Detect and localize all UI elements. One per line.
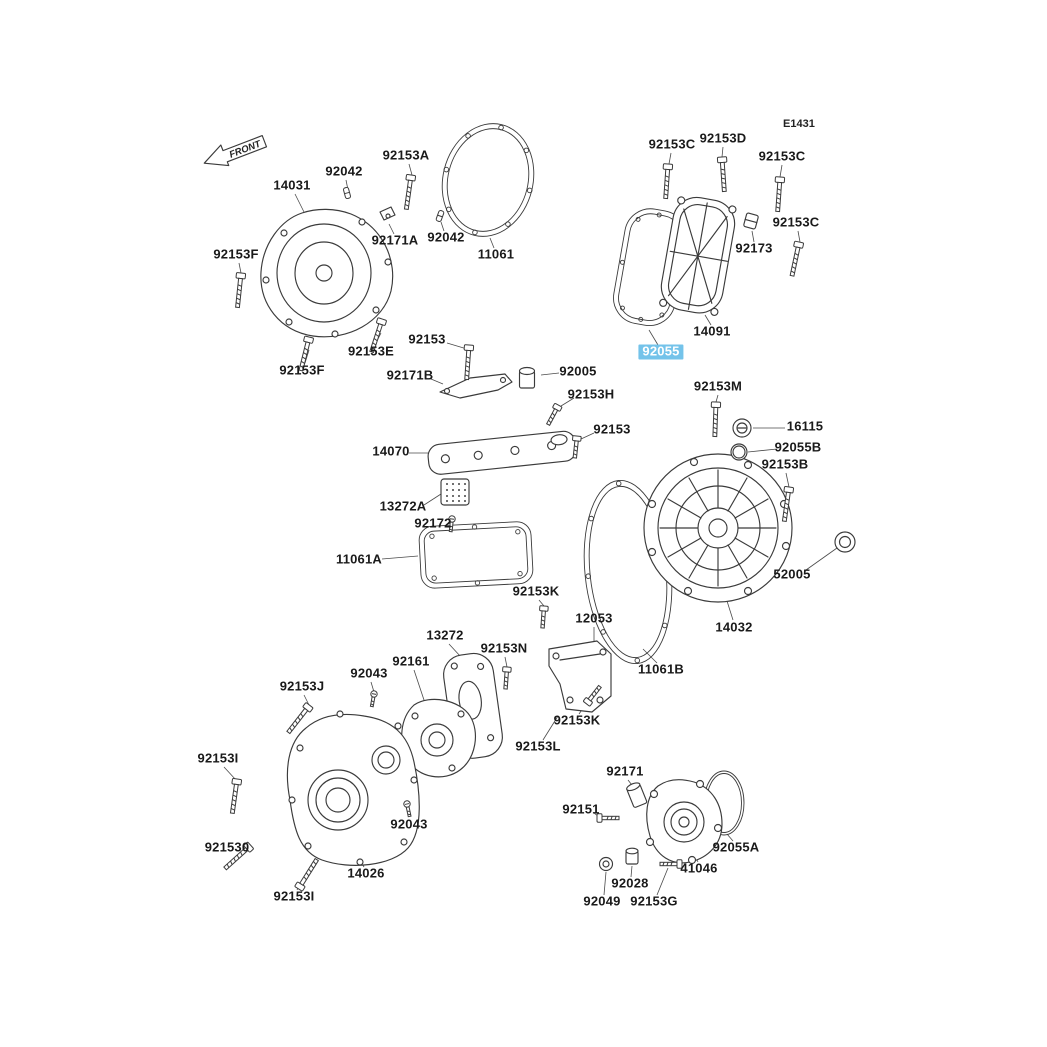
seal-92049-drawing: [598, 856, 614, 872]
generator-cover-14031-drawing: [260, 206, 396, 338]
gasket-11061A-drawing: [418, 521, 534, 589]
part-16115-drawing: [732, 418, 752, 438]
part-92173-drawing: [743, 212, 759, 230]
part-label-92153C[interactable]: 92153C: [758, 148, 806, 164]
part-label-11061A[interactable]: 11061A: [335, 551, 383, 567]
part-label-92055B[interactable]: 92055B: [774, 439, 822, 455]
screen-13272A-drawing: [440, 478, 470, 506]
part-label-16115[interactable]: 16115: [786, 418, 824, 434]
part-label-14070[interactable]: 14070: [372, 443, 410, 459]
part-label-92153[interactable]: 92153: [593, 421, 631, 437]
part-label-12053[interactable]: 12053: [575, 610, 613, 626]
part-label-41046[interactable]: 41046: [680, 860, 718, 876]
part-label-92171A[interactable]: 92171A: [371, 232, 419, 248]
part-label-92055-selected[interactable]: 92055: [638, 344, 684, 360]
cover-41046-drawing: [645, 779, 723, 865]
small-parts-layer: [518, 212, 856, 872]
part-label-921530[interactable]: 921530: [204, 839, 250, 855]
part-label-92153A[interactable]: 92153A: [382, 147, 430, 163]
part-label-92153C[interactable]: 92153C: [648, 136, 696, 152]
part-label-92028[interactable]: 92028: [611, 875, 649, 891]
part-label-14031[interactable]: 14031: [273, 177, 311, 193]
part-label-92153L[interactable]: 92153L: [515, 738, 561, 754]
part-label-92153F[interactable]: 92153F: [213, 246, 259, 262]
part-label-92043[interactable]: 92043: [390, 816, 428, 832]
oring-92055B-drawing: [730, 443, 748, 461]
part-label-11061[interactable]: 11061: [477, 246, 515, 262]
clutch-cover-14032-drawing: [643, 453, 793, 603]
part-label-52005[interactable]: 52005: [773, 566, 811, 582]
part-label-92005[interactable]: 92005: [559, 363, 597, 379]
part-label-92153F[interactable]: 92153F: [279, 362, 325, 378]
leader-lines: [223, 146, 838, 896]
part-label-92153B[interactable]: 92153B: [761, 456, 809, 472]
part-label-92153N[interactable]: 92153N: [480, 640, 528, 656]
part-label-92153D[interactable]: 92153D: [699, 130, 747, 146]
part-label-13272[interactable]: 13272: [426, 627, 464, 643]
part-label-92153K[interactable]: 92153K: [512, 583, 560, 599]
part-label-92042[interactable]: 92042: [427, 229, 465, 245]
part-label-92171[interactable]: 92171: [606, 763, 644, 779]
part-label-92153K[interactable]: 92153K: [553, 712, 601, 728]
part-label-92042[interactable]: 92042: [325, 163, 363, 179]
part-label-92153E[interactable]: 92153E: [347, 343, 395, 359]
part-92171-drawing: [626, 782, 648, 808]
part-label-11061B[interactable]: 11061B: [637, 661, 685, 677]
part-label-92151[interactable]: 92151: [562, 801, 600, 817]
part-label-92171B[interactable]: 92171B: [386, 367, 434, 383]
part-92028-drawing: [625, 847, 639, 865]
part-label-92153J[interactable]: 92153J: [279, 678, 325, 694]
part-label-92055A[interactable]: 92055A: [712, 839, 760, 855]
seal-52005-drawing: [834, 531, 856, 553]
bracket-92171B-drawing: [439, 373, 513, 399]
part-label-14026[interactable]: 14026: [347, 865, 385, 881]
part-label-92153I[interactable]: 92153I: [197, 750, 239, 766]
part-label-92153[interactable]: 92153: [408, 331, 446, 347]
part-label-92153I[interactable]: 92153I: [273, 888, 315, 904]
part-label-13272A[interactable]: 13272A: [379, 498, 427, 514]
part-label-92153M[interactable]: 92153M: [693, 378, 743, 394]
part-label-92153C[interactable]: 92153C: [772, 214, 820, 230]
rotor-92161-drawing: [401, 698, 476, 778]
part-label-92172[interactable]: 92172: [414, 515, 452, 531]
part-label-92153G[interactable]: 92153G: [630, 893, 678, 909]
cover-14091-drawing: [659, 196, 737, 316]
gasket-11061-drawing: [441, 123, 535, 237]
part-label-92161[interactable]: 92161: [392, 653, 430, 669]
diagram-code: E1431: [783, 118, 815, 130]
part-label-92153H[interactable]: 92153H: [567, 386, 615, 402]
part-label-14091[interactable]: 14091: [693, 323, 731, 339]
part-label-92049[interactable]: 92049: [583, 893, 621, 909]
cover-14026-drawing: [286, 710, 420, 866]
part-label-92173[interactable]: 92173: [735, 240, 773, 256]
part-label-14032[interactable]: 14032: [715, 619, 753, 635]
part-label-92043[interactable]: 92043: [350, 665, 388, 681]
part-92005-drawing: [518, 366, 536, 389]
